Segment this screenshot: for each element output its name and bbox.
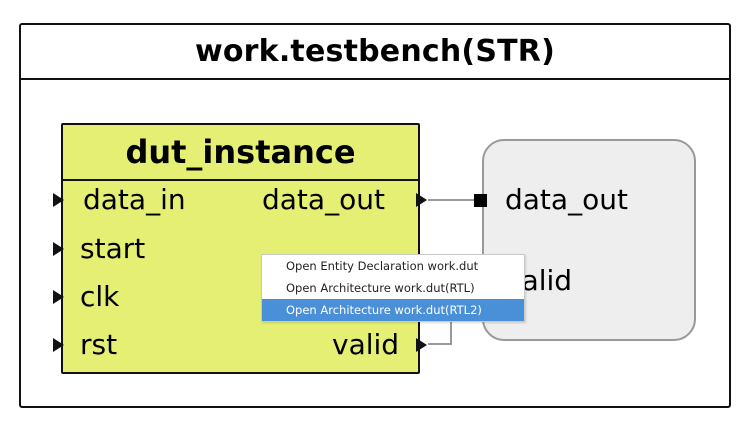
input-port-rst[interactable]: rst (80, 328, 118, 361)
output-block-label-data-out: data_out (505, 183, 628, 216)
input-port-arrow-clk (53, 290, 64, 304)
wire-valid-horizontal (428, 343, 452, 345)
menu-item-open-architecture-rtl[interactable]: Open Architecture work.dut(RTL) (286, 281, 475, 295)
output-port-data-out[interactable]: data_out (262, 183, 385, 216)
wire-data-out (428, 199, 476, 201)
input-port-arrow-rst (53, 338, 64, 352)
output-port-arrow-valid (416, 338, 427, 352)
frame-title-bar: work.testbench(STR) (21, 25, 729, 80)
output-connector-square (474, 194, 487, 207)
wire-valid-vertical (450, 300, 452, 345)
instance-title: dut_instance (125, 133, 356, 171)
output-port-arrow-data-out (416, 193, 427, 207)
dut-instance-block[interactable]: dut_instance (61, 123, 420, 374)
input-port-arrow-data-in (53, 193, 64, 207)
input-port-data-in[interactable]: data_in (83, 183, 186, 216)
input-port-arrow-start (53, 242, 64, 256)
menu-item-open-entity-declaration[interactable]: Open Entity Declaration work.dut (286, 259, 479, 273)
input-port-start[interactable]: start (80, 232, 146, 265)
instance-header: dut_instance (63, 125, 418, 181)
frame-title: work.testbench(STR) (194, 34, 556, 69)
output-port-valid[interactable]: valid (332, 328, 400, 361)
menu-item-open-architecture-rtl2[interactable]: Open Architecture work.dut(RTL2) (262, 299, 524, 321)
context-menu: Open Entity Declaration work.dut Open Ar… (261, 254, 525, 322)
input-port-clk[interactable]: clk (80, 280, 120, 313)
